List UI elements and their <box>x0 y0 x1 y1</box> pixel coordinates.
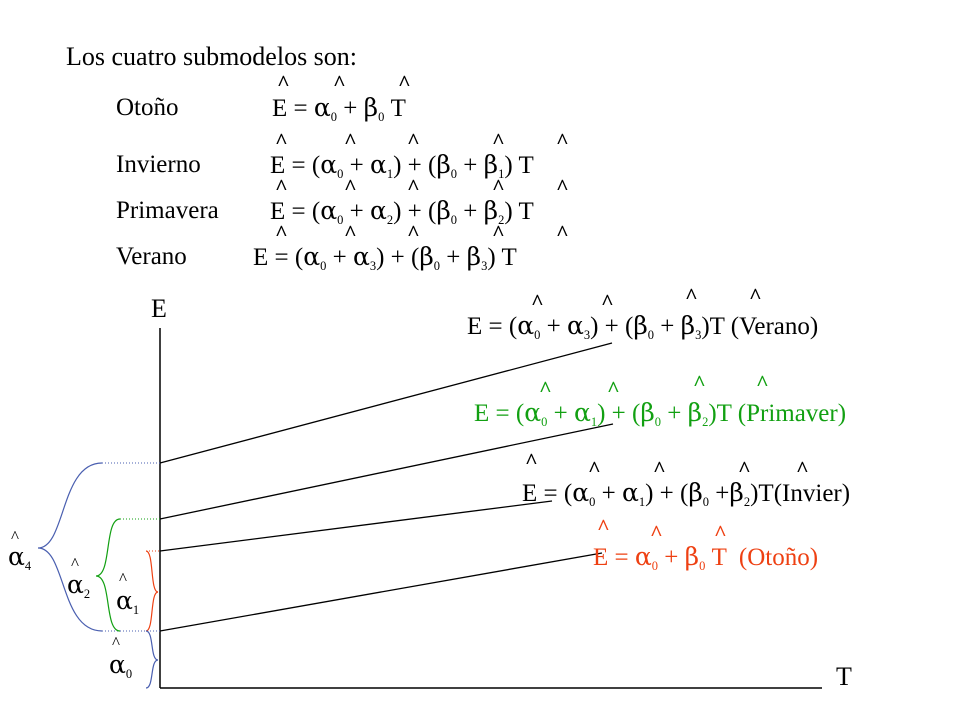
line-label-otono: E = α0 + β0 T (Otoño) <box>593 542 819 573</box>
hat-icon: ^ <box>539 376 552 401</box>
x-axis-label: T <box>836 662 852 691</box>
hat-icon: ^ <box>407 220 420 245</box>
hat-icon: ^ <box>556 174 569 199</box>
hat-icon: ^ <box>275 220 288 245</box>
hat-icon: ^ <box>112 633 120 652</box>
hat-icon: ^ <box>344 174 357 199</box>
hat-icon: ^ <box>119 569 127 588</box>
brace-alpha0 <box>145 630 159 689</box>
hat-icon: ^ <box>556 220 569 245</box>
line-invierno <box>159 500 553 552</box>
alpha2-label: α2 <box>67 570 91 601</box>
equation-invierno: E = (α0 + α1) + (β0 + β1) T <box>270 150 534 181</box>
hat-icon: ^ <box>407 174 420 199</box>
hat-icon: ^ <box>277 70 290 95</box>
alpha0-label: α0 <box>109 650 133 681</box>
hat-icon: ^ <box>749 283 762 308</box>
line-label-invierno: E = (α0 + α1) + (β0 +β2)T(Invier) <box>522 478 851 509</box>
hat-icon: ^ <box>756 370 769 395</box>
line-verano <box>159 342 613 464</box>
equation-otono: E = α0 + β0 T <box>272 93 406 124</box>
hat-icon: ^ <box>71 554 79 573</box>
alpha1-label: α1 <box>116 586 140 617</box>
hat-icon: ^ <box>11 527 19 546</box>
season-label-primavera: Primavera <box>116 197 219 224</box>
hat-icon: ^ <box>607 376 620 401</box>
hat-icon: ^ <box>650 520 663 545</box>
season-label-invierno: Invierno <box>116 151 201 178</box>
hat-icon: ^ <box>344 220 357 245</box>
equation-verano: E = (α0 + α3) + (β0 + β3) T <box>253 242 517 273</box>
hat-icon: ^ <box>653 456 666 481</box>
hat-icon: ^ <box>601 289 614 314</box>
intro-text: Los cuatro submodelos son: <box>66 42 358 71</box>
hat-icon: ^ <box>275 174 288 199</box>
y-axis-label: E <box>151 294 167 323</box>
line-label-primavera: E = (α0 + α1) + (β0 + β2)T (Primaver) <box>474 398 847 429</box>
hat-icon: ^ <box>693 370 706 395</box>
hat-icon: ^ <box>588 456 601 481</box>
hat-icon: ^ <box>275 128 288 153</box>
equation-primavera: E = (α0 + α2) + (β0 + β2) T <box>270 196 534 227</box>
season-label-otono: Otoño <box>116 94 179 121</box>
line-primavera <box>159 423 614 520</box>
hat-icon: ^ <box>796 456 809 481</box>
hat-icon: ^ <box>344 128 357 153</box>
season-label-verano: Verano <box>116 243 187 270</box>
line-label-verano: E = (α0 + α3) + (β0 + β3)T (Verano) <box>467 311 819 342</box>
brace-alpha1 <box>145 550 159 632</box>
verano-suffix: (Verano) <box>730 313 819 340</box>
hat-icon: ^ <box>685 283 698 308</box>
hat-icon: ^ <box>531 289 544 314</box>
brace-alpha2 <box>95 518 121 632</box>
primavera-suffix: (Primaver) <box>737 400 847 427</box>
otono-suffix: (Otoño) <box>738 544 819 571</box>
hat-icon: ^ <box>597 514 610 539</box>
hat-icon: ^ <box>398 70 411 95</box>
alpha4-label: α4 <box>8 542 32 573</box>
hat-icon: ^ <box>407 128 420 153</box>
hat-icon: ^ <box>492 220 505 245</box>
hat-icon: ^ <box>492 174 505 199</box>
hat-icon: ^ <box>525 448 538 473</box>
hat-icon: ^ <box>333 70 346 95</box>
hat-icon: ^ <box>492 128 505 153</box>
hat-icon: ^ <box>738 456 751 481</box>
hat-icon: ^ <box>714 520 727 545</box>
invierno-suffix: (Invier) <box>773 480 851 507</box>
brace-alpha4 <box>37 462 103 632</box>
hat-icon: ^ <box>556 128 569 153</box>
line-otono <box>159 552 603 632</box>
